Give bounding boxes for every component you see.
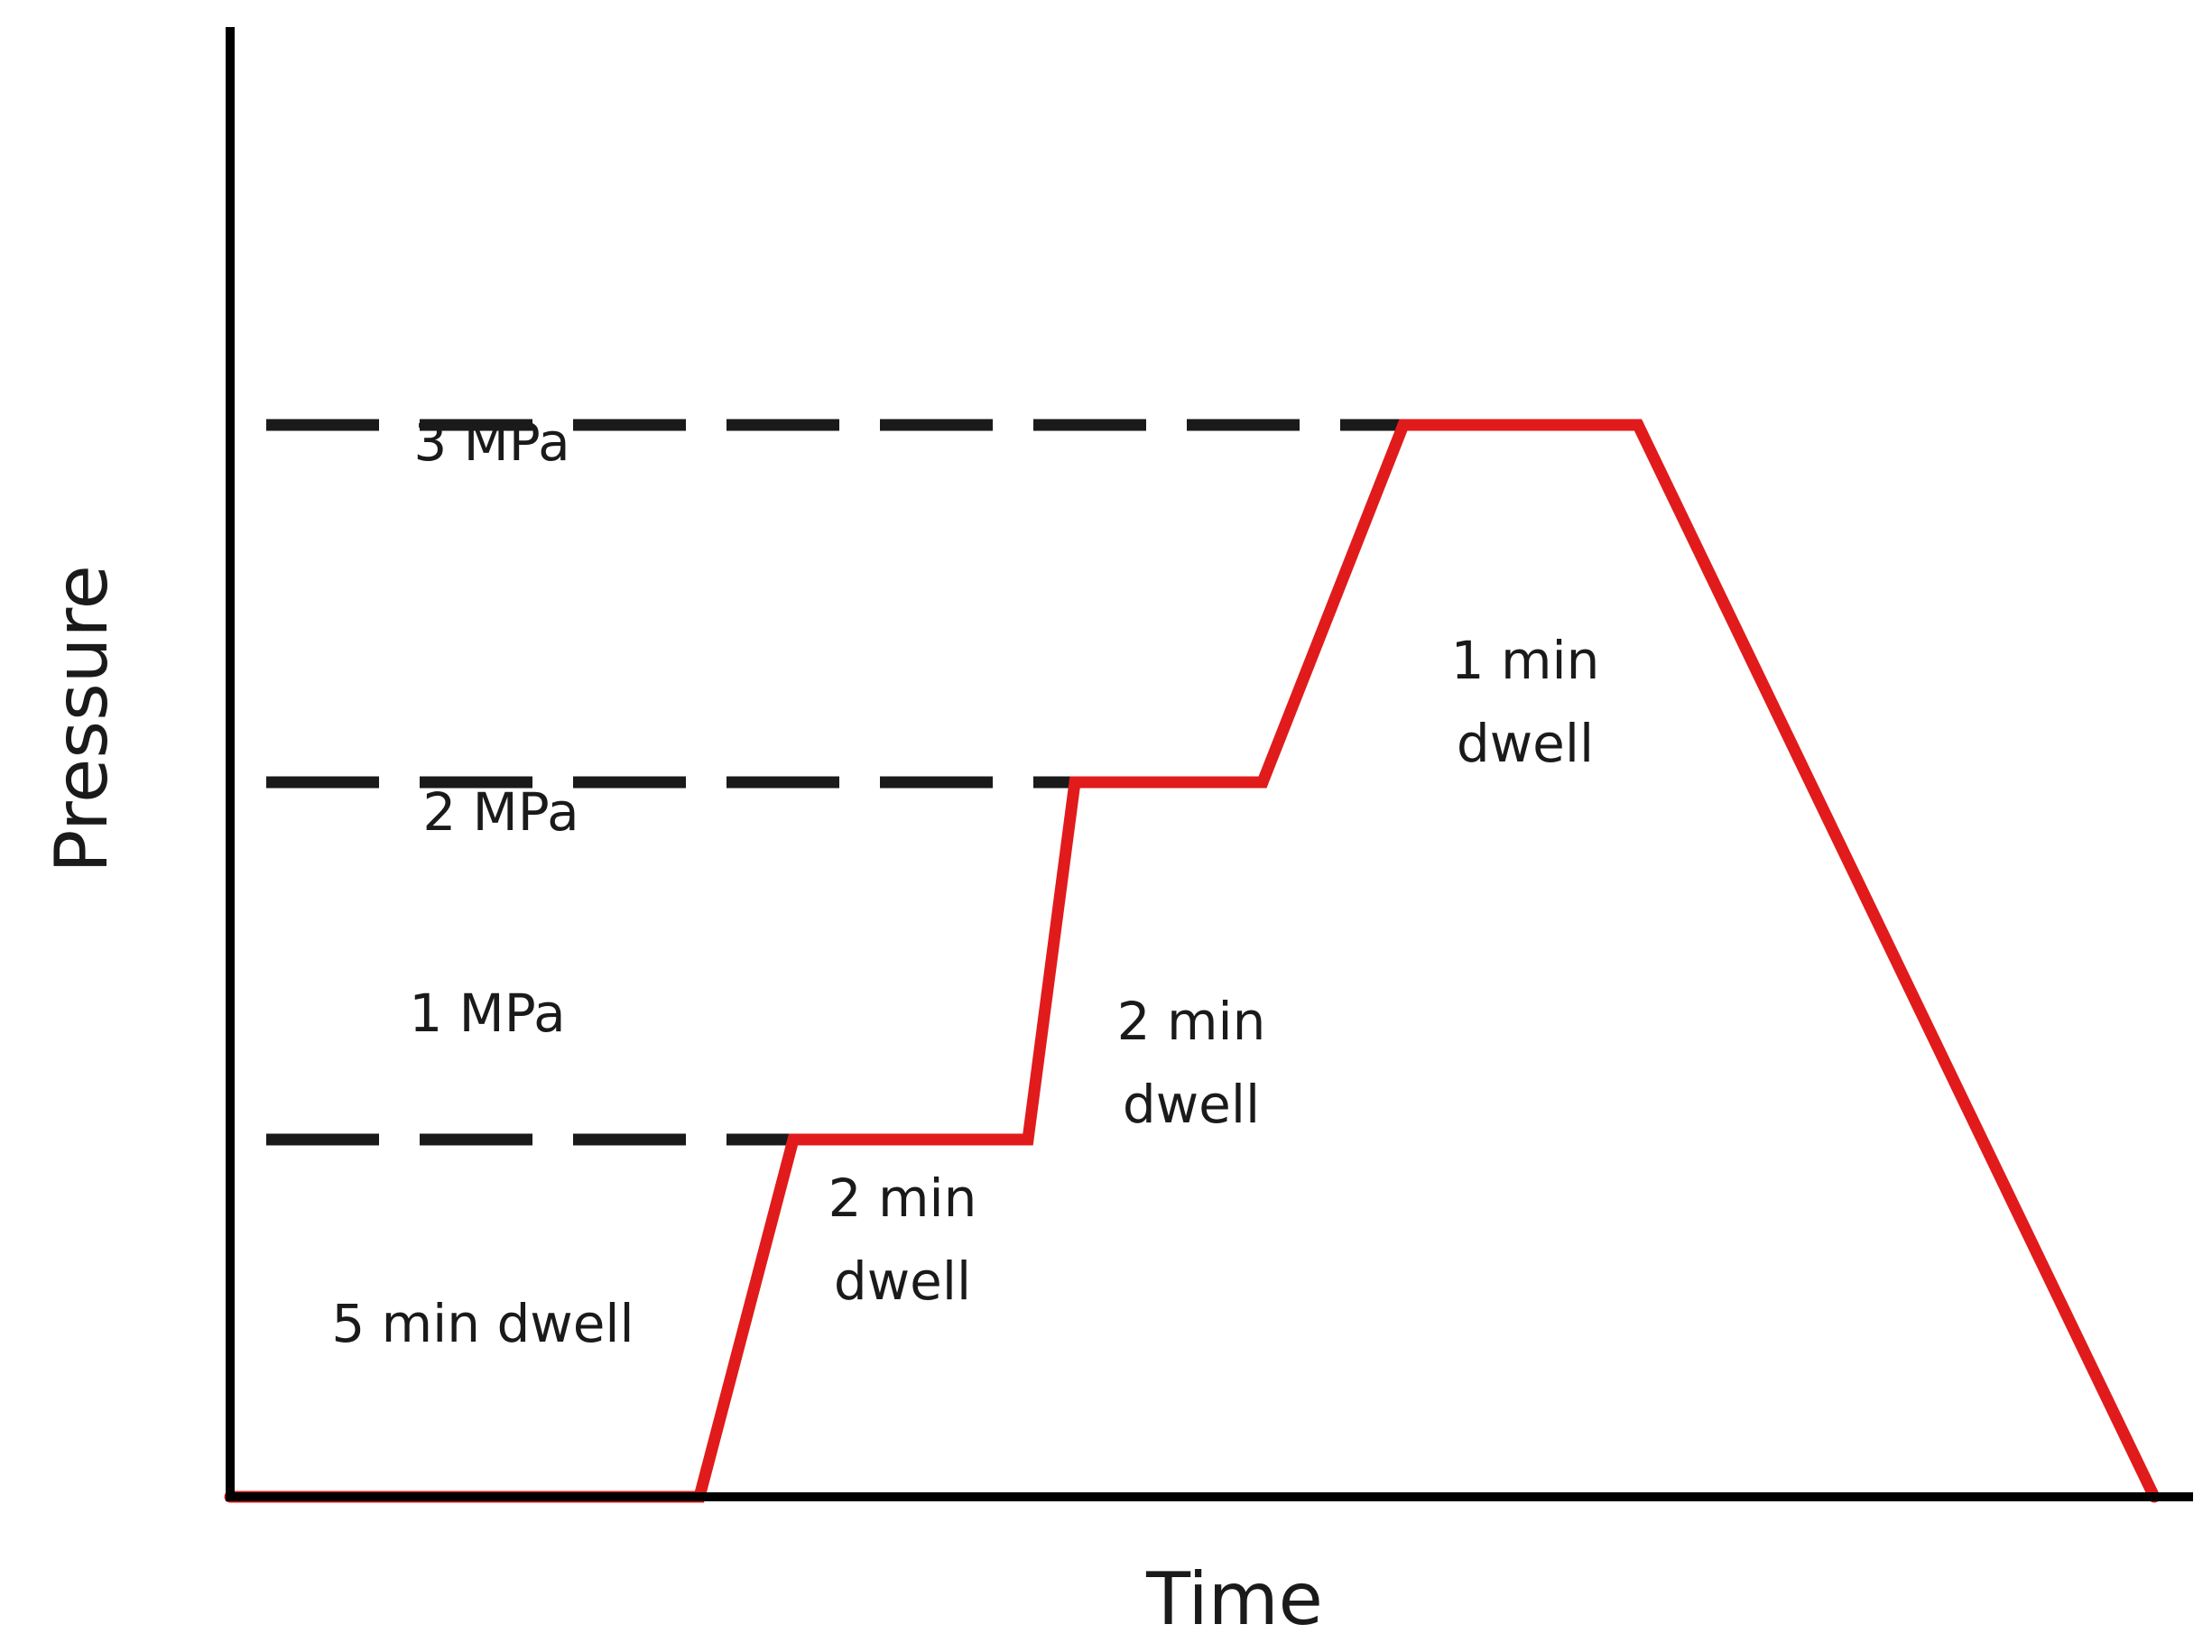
annotation-3-mpa: 3 MPa <box>413 411 569 473</box>
annotation-2-min-dwell-first: 2 min dwell <box>828 1167 977 1312</box>
profile-point-6 <box>1256 776 1269 789</box>
x-axis-label: Time <box>1145 1557 1323 1641</box>
profile-point-7 <box>1397 419 1410 431</box>
annotation-2-min-dwell-second: 2 min dwell <box>1117 991 1266 1135</box>
reference-lines <box>266 419 1403 1146</box>
annotation-1-mpa: 1 MPa <box>409 983 565 1044</box>
annotation-layer: 3 MPa 2 MPa 1 MPa 5 min dwell 2 min dwell… <box>331 411 1599 1354</box>
annotation-line-1: 1 min <box>1451 630 1600 691</box>
annotation-2-mpa: 2 MPa <box>422 781 578 843</box>
annotation-line-1: 2 min <box>828 1167 977 1229</box>
annotation-5-min-dwell: 5 min dwell <box>331 1293 634 1354</box>
annotation-line-2: dwell <box>1123 1074 1260 1135</box>
annotation-line-2: dwell <box>834 1251 971 1312</box>
annotation-line-1: 2 min <box>1117 991 1266 1052</box>
annotation-line-2: dwell <box>1457 713 1594 774</box>
y-axis-label: Pressure <box>40 565 124 873</box>
profile-point-8 <box>1632 419 1644 431</box>
annotation-1-min-dwell: 1 min dwell <box>1451 630 1600 774</box>
profile-point-3 <box>787 1133 800 1146</box>
profile-point-4 <box>1022 1133 1034 1146</box>
profile-point-5 <box>1069 776 1081 789</box>
